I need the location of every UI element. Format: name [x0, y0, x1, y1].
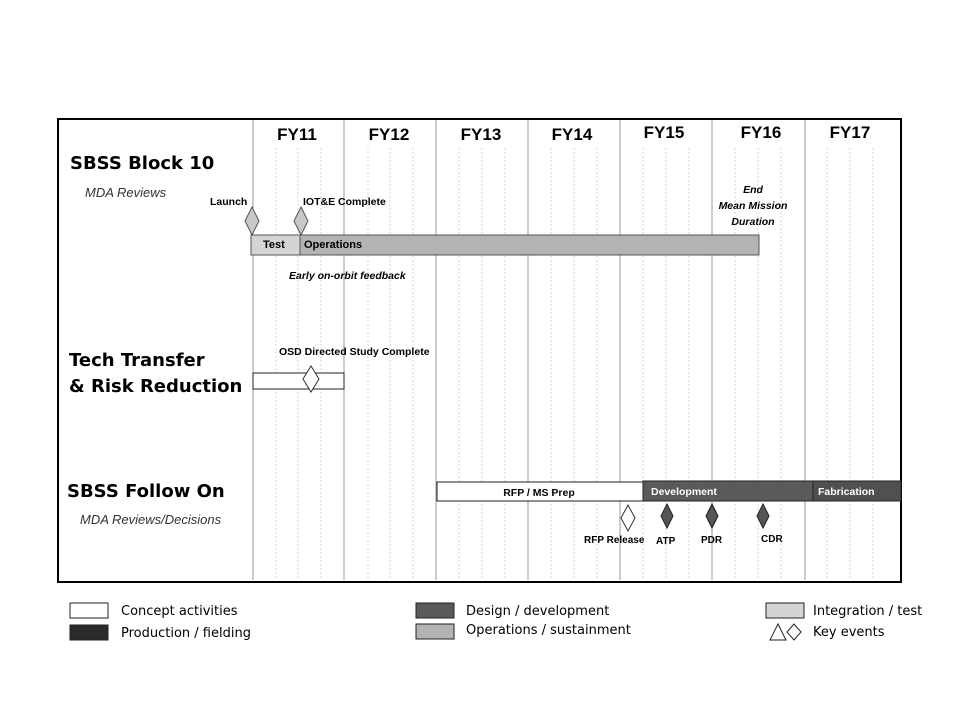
legend-triangle-icon	[769, 622, 787, 641]
atp-label: ATP	[656, 536, 676, 547]
rfp-prep-label: RFP / MS Prep	[503, 487, 575, 499]
row-title-followon: SBSS Follow On	[67, 481, 225, 502]
pdr-milestone-icon	[705, 502, 719, 530]
legend-label-concept: Concept activities	[121, 604, 238, 619]
operations-bar-label: Operations	[304, 239, 362, 251]
fabrication-label: Fabrication	[818, 486, 875, 498]
row-title-tech: Tech Transfer & Risk Reduction	[69, 350, 242, 397]
row-title-block10: SBSS Block 10	[70, 153, 214, 174]
svg-text:& Risk Reduction: & Risk Reduction	[69, 376, 242, 397]
fy-header: FY14	[552, 125, 593, 144]
chart-frame	[57, 118, 902, 583]
legend-swatch-integration	[765, 602, 805, 619]
fy-header: FY17	[830, 123, 871, 142]
followon-milestone-labels: RFP Release ATP PDR CDR	[584, 534, 783, 547]
atp-milestone-icon	[660, 502, 674, 530]
row-subtitle-block10: MDA Reviews	[85, 185, 167, 200]
legend-diamond-icon	[786, 623, 802, 641]
launch-label: Launch	[210, 196, 247, 208]
early-feedback-label: Early on-orbit feedback	[289, 270, 407, 282]
fy-header: FY11	[277, 125, 317, 144]
legend-label-operations: Operations / sustainment	[466, 623, 631, 638]
development-label: Development	[651, 486, 717, 498]
test-bar-label: Test	[263, 239, 285, 251]
legend-swatch-concept	[69, 602, 109, 619]
legend-label-integration: Integration / test	[813, 604, 922, 619]
rfp-release-label: RFP Release	[584, 535, 645, 546]
fy-header: FY13	[461, 125, 502, 144]
operations-bar	[299, 234, 760, 256]
svg-text:Tech Transfer: Tech Transfer	[69, 350, 205, 371]
iote-complete-label: IOT&E Complete	[303, 196, 386, 208]
svg-text:End: End	[743, 184, 763, 196]
fiscal-year-headers: FY11 FY12 FY13 FY14 FY15 FY16 FY17	[277, 123, 870, 144]
cdr-label: CDR	[761, 534, 783, 545]
pdr-label: PDR	[701, 535, 723, 546]
legend-label-key-events: Key events	[813, 625, 885, 640]
fabrication-bar	[812, 480, 902, 502]
cdr-milestone-icon	[756, 502, 770, 530]
legend-swatch-production	[69, 624, 109, 641]
end-mmd-label: End Mean Mission Duration	[719, 184, 788, 228]
legend-label-production: Production / fielding	[121, 626, 251, 641]
fy-header: FY15	[644, 123, 685, 142]
legend-swatch-operations	[415, 623, 455, 640]
osd-study-label: OSD Directed Study Complete	[279, 346, 430, 358]
svg-text:Duration: Duration	[731, 216, 774, 228]
rfp-release-milestone-icon	[620, 503, 636, 533]
legend-swatch-design	[415, 602, 455, 619]
svg-text:Mean Mission: Mean Mission	[719, 200, 788, 212]
row-subtitle-followon: MDA Reviews/Decisions	[80, 512, 222, 527]
legend-label-design: Design / development	[466, 604, 609, 619]
tech-concept-bar	[252, 372, 345, 390]
fy-header: FY12	[369, 125, 410, 144]
fy-header: FY16	[741, 123, 782, 142]
legend: Concept activities Production / fielding…	[69, 602, 922, 641]
osd-study-milestone-icon	[302, 365, 320, 393]
